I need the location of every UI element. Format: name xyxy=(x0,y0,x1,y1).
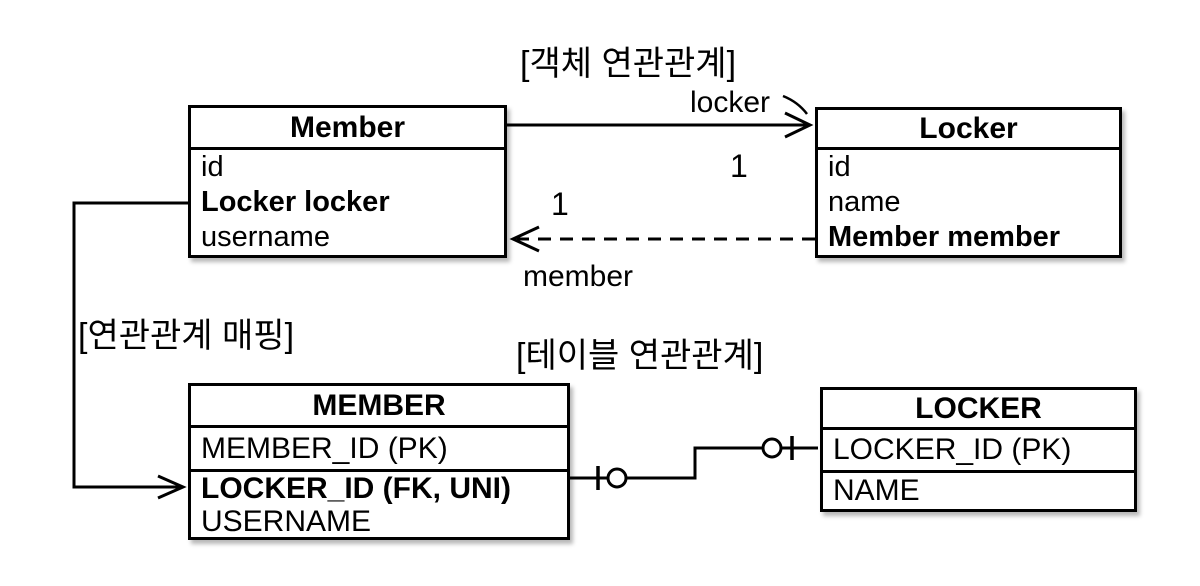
locker-edge-label: locker xyxy=(690,86,771,119)
locker-class-box: Locker id name Member member xyxy=(815,107,1122,258)
member-side-circle-icon xyxy=(606,467,628,489)
member-class-field-id: id xyxy=(201,151,224,183)
association-mapping-label: [연관관계 매핑] xyxy=(78,317,295,355)
object-association-label: [객체 연관관계] xyxy=(520,45,737,83)
locker-table-name-field: NAME xyxy=(833,474,920,507)
member-class-field-username: username xyxy=(201,221,330,253)
member-table-title: MEMBER xyxy=(191,386,567,428)
locker-label-tail xyxy=(782,94,808,115)
member-table-pk-field: MEMBER_ID (PK) xyxy=(191,428,567,472)
locker-class-field-name: name xyxy=(828,186,901,218)
locker-edge-multiplicity: 1 xyxy=(730,148,748,184)
locker-arrowhead-icon xyxy=(784,111,814,139)
member-class-field-locker: Locker locker xyxy=(201,186,390,218)
locker-class-title: Locker xyxy=(818,110,1119,150)
member-table-fk-field: LOCKER_ID (FK, UNI) xyxy=(201,472,511,505)
member-edge-multiplicity: 1 xyxy=(551,186,569,222)
member-class-title: Member xyxy=(191,108,504,150)
locker-table-pk-field: LOCKER_ID (PK) xyxy=(823,430,1134,473)
table-association-label: [테이블 연관관계] xyxy=(516,337,764,375)
member-table-username-field: USERNAME xyxy=(201,505,372,538)
mapping-path-line xyxy=(72,201,188,489)
locker-class-field-member: Member member xyxy=(828,221,1061,253)
locker-table-title: LOCKER xyxy=(823,390,1134,430)
member-edge-label: member xyxy=(523,260,634,293)
table-relation-line xyxy=(570,446,818,480)
locker-table-box: LOCKER LOCKER_ID (PK) NAME xyxy=(820,387,1137,512)
locker-class-field-id: id xyxy=(828,151,851,183)
member-table-box: MEMBER MEMBER_ID (PK) LOCKER_ID (FK, UNI… xyxy=(188,383,570,540)
locker-side-circle-icon xyxy=(761,437,783,459)
member-arrowhead-icon xyxy=(509,225,540,253)
mapping-arrowhead-icon xyxy=(157,474,187,500)
member-class-box: Member id Locker locker username xyxy=(188,105,507,258)
